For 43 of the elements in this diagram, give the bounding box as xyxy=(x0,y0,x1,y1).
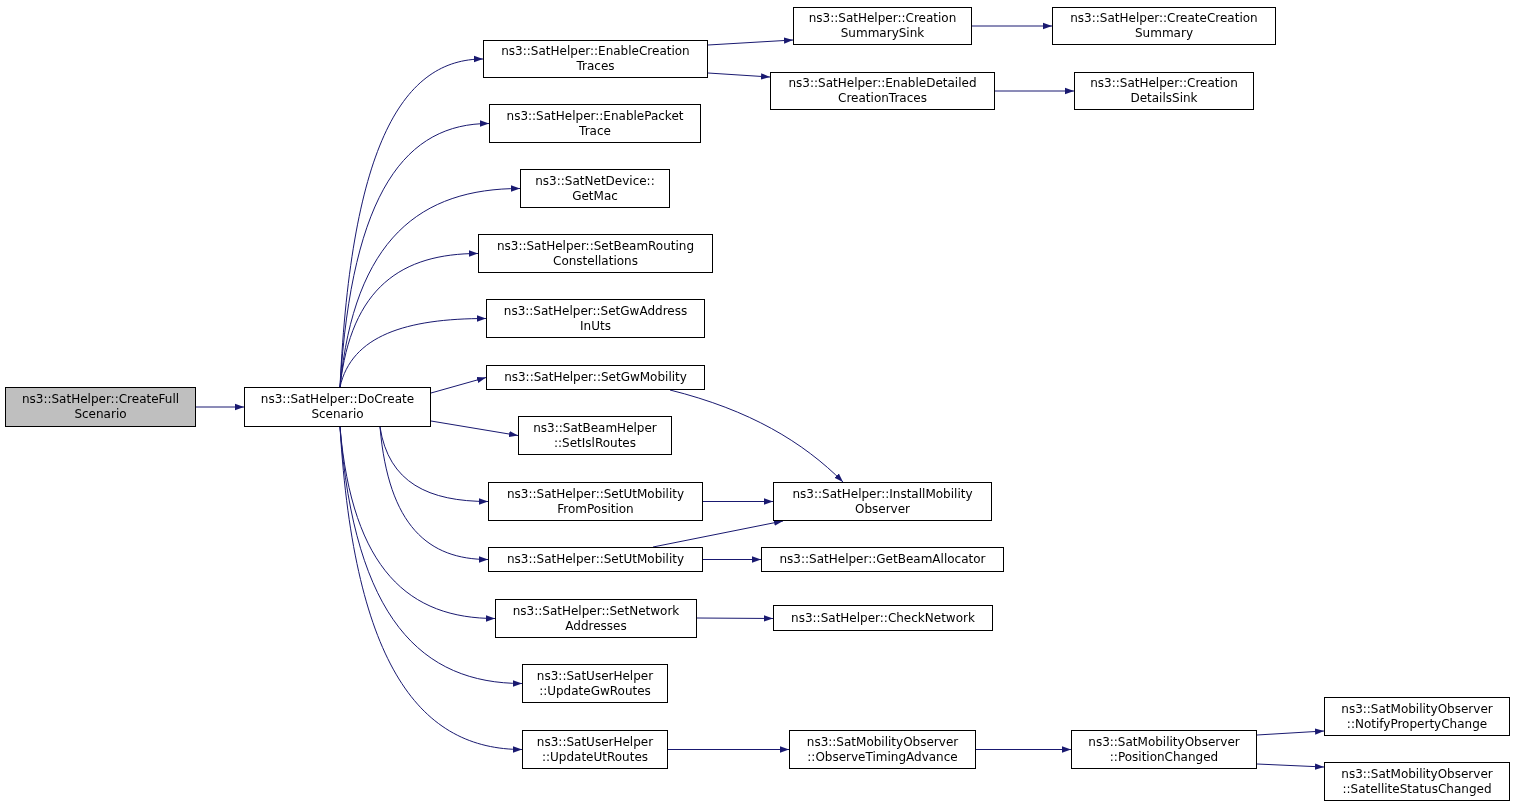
function-box: ns3::SatMobilityObserver ::NotifyPropertyChange xyxy=(1324,697,1510,736)
function-box: ns3::SatHelper::SetGwMobility xyxy=(486,365,705,390)
function-box: ns3::SatHelper::EnablePacket Trace xyxy=(489,104,701,143)
arrow xyxy=(975,746,1072,753)
function-box: ns3::SatUserHelper ::UpdateUtRoutes xyxy=(522,730,668,769)
function-box: ns3::SatNetDevice:: GetMac xyxy=(520,169,670,208)
arrow xyxy=(379,426,489,563)
arrow xyxy=(430,420,519,438)
arrow xyxy=(696,615,774,622)
function-box: ns3::SatHelper::SetBeamRouting Constellations xyxy=(478,234,713,273)
arrow xyxy=(667,746,790,753)
function-box: ns3::SatHelper::CreateCreation Summary xyxy=(1052,7,1276,45)
arrow xyxy=(1256,763,1325,770)
function-box: ns3::SatHelper::CreateFull Scenario xyxy=(5,387,196,427)
function-box: ns3::SatHelper::GetBeamAllocator xyxy=(761,547,1004,572)
arrow xyxy=(430,376,487,394)
function-box: ns3::SatHelper::SetGwAddress InUts xyxy=(486,299,705,338)
arrow xyxy=(702,556,762,563)
arrow xyxy=(195,403,245,411)
function-box: ns3::SatHelper::InstallMobility Observer xyxy=(773,482,992,521)
arrow xyxy=(994,87,1075,95)
function-box: ns3::SatMobilityObserver ::ObserveTimingAdvance xyxy=(789,730,976,769)
arrow xyxy=(702,498,774,505)
arrow xyxy=(339,315,487,388)
function-box: ns3::SatMobilityObserver ::SatelliteStatusChanged xyxy=(1324,762,1510,801)
arrow xyxy=(1256,728,1325,736)
arrow xyxy=(707,37,794,46)
function-box: ns3::SatHelper::Creation DetailsSink xyxy=(1074,72,1254,110)
function-box: ns3::SatHelper::DoCreate Scenario xyxy=(244,387,431,427)
function-box: ns3::SatMobilityObserver ::PositionChanged xyxy=(1071,730,1257,769)
function-box: ns3::SatHelper::EnableDetailed CreationTraces xyxy=(770,72,995,110)
function-box: ns3::SatBeamHelper ::SetIslRoutes xyxy=(518,416,672,455)
function-box: ns3::SatHelper::CheckNetwork xyxy=(773,605,993,631)
arrow xyxy=(707,72,771,80)
arrow xyxy=(339,426,523,752)
function-box: ns3::SatHelper::SetUtMobility xyxy=(488,547,703,572)
function-box: ns3::SatUserHelper ::UpdateGwRoutes xyxy=(522,664,668,703)
arrow xyxy=(669,389,844,483)
function-box: ns3::SatHelper::SetNetwork Addresses xyxy=(495,599,697,638)
arrow xyxy=(971,22,1053,30)
function-box: ns3::SatHelper::EnableCreation Traces xyxy=(483,40,708,78)
function-box: ns3::SatHelper::Creation SummarySink xyxy=(793,7,972,45)
function-box: ns3::SatHelper::SetUtMobility FromPosition xyxy=(488,482,703,521)
